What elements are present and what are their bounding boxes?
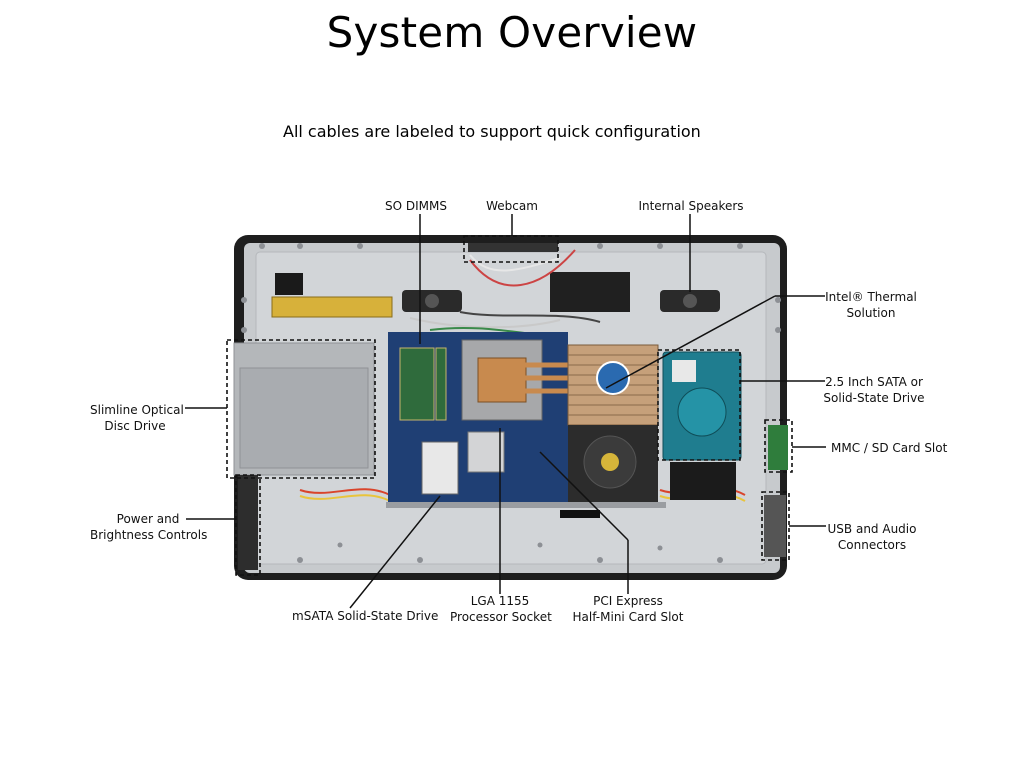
hdd-label — [672, 360, 696, 382]
label-internal-speakers: Internal Speakers — [638, 199, 744, 213]
power-brightness-board — [238, 475, 258, 570]
leader-pci — [539, 451, 629, 541]
sata-box — [657, 349, 741, 461]
label-sata-drive: 2.5 Inch SATA or Solid-State Drive — [818, 374, 930, 406]
page-subtitle: All cables are labeled to support quick … — [283, 122, 701, 141]
label-webcam: Webcam — [486, 199, 538, 213]
msata-card — [421, 441, 459, 495]
inverter-board — [271, 296, 393, 318]
webcam-module — [468, 243, 558, 252]
callout-boxes — [226, 235, 793, 576]
ram-module-2 — [435, 347, 447, 421]
chassis-screws — [241, 243, 781, 563]
black-pad-left — [275, 273, 303, 295]
label-power-brightness: Power and Brightness Controls — [90, 511, 208, 543]
label-intel-thermal-line1: Intel® Thermal — [825, 290, 917, 304]
page-title: System Overview — [326, 8, 698, 57]
label-sata-drive-line1: 2.5 Inch SATA or — [825, 375, 923, 389]
intel-sticker — [596, 361, 630, 395]
label-mmc-sd: MMC / SD Card Slot — [831, 441, 948, 455]
label-lga-1155-line1: LGA 1155 — [470, 594, 530, 608]
label-msata: mSATA Solid-State Drive — [292, 609, 439, 623]
usb-box — [761, 491, 790, 561]
label-intel-thermal-line2: Solution — [846, 306, 896, 320]
label-usb-audio: USB and Audio Connectors — [822, 521, 922, 553]
label-optical-drive: Slimline Optical Disc Drive — [90, 402, 184, 434]
usb-audio-board — [764, 495, 786, 557]
leader-lines — [185, 214, 826, 609]
label-lga-1155: LGA 1155 Processor Socket — [450, 593, 552, 625]
leader-thermal — [605, 295, 776, 389]
sd-card-board — [768, 425, 788, 470]
sd-box — [764, 419, 793, 473]
chipset-heatsink — [467, 431, 505, 473]
label-usb-audio-line1: USB and Audio — [827, 522, 917, 536]
hdd-connector-area — [670, 462, 736, 500]
label-pci-express-line2: Half-Mini Card Slot — [572, 610, 684, 624]
label-so-dimms: SO DIMMS — [385, 199, 447, 213]
label-power-brightness-line1: Power and — [116, 512, 180, 526]
black-pad-right — [550, 272, 630, 312]
power-box — [235, 474, 261, 576]
label-lga-1155-line2: Processor Socket — [450, 610, 552, 624]
label-sata-drive-line2: Solid-State Drive — [823, 391, 925, 405]
pci-express-slot — [560, 510, 600, 518]
webcam-box — [463, 235, 559, 263]
leader-msata — [349, 495, 441, 609]
optical-drive-box — [226, 339, 376, 479]
label-optical-drive-line2: Disc Drive — [104, 419, 166, 433]
label-intel-thermal: Intel® Thermal Solution — [822, 289, 920, 321]
label-power-brightness-line2: Brightness Controls — [90, 528, 208, 542]
cpu-heatsink-base — [477, 357, 527, 403]
label-usb-audio-line2: Connectors — [837, 538, 907, 552]
label-optical-drive-line1: Slimline Optical — [90, 403, 184, 417]
label-pci-express-line1: PCI Express — [593, 594, 663, 608]
label-pci-express: PCI Express Half-Mini Card Slot — [570, 593, 686, 625]
ram-module-1 — [399, 347, 435, 421]
cables — [299, 249, 746, 502]
